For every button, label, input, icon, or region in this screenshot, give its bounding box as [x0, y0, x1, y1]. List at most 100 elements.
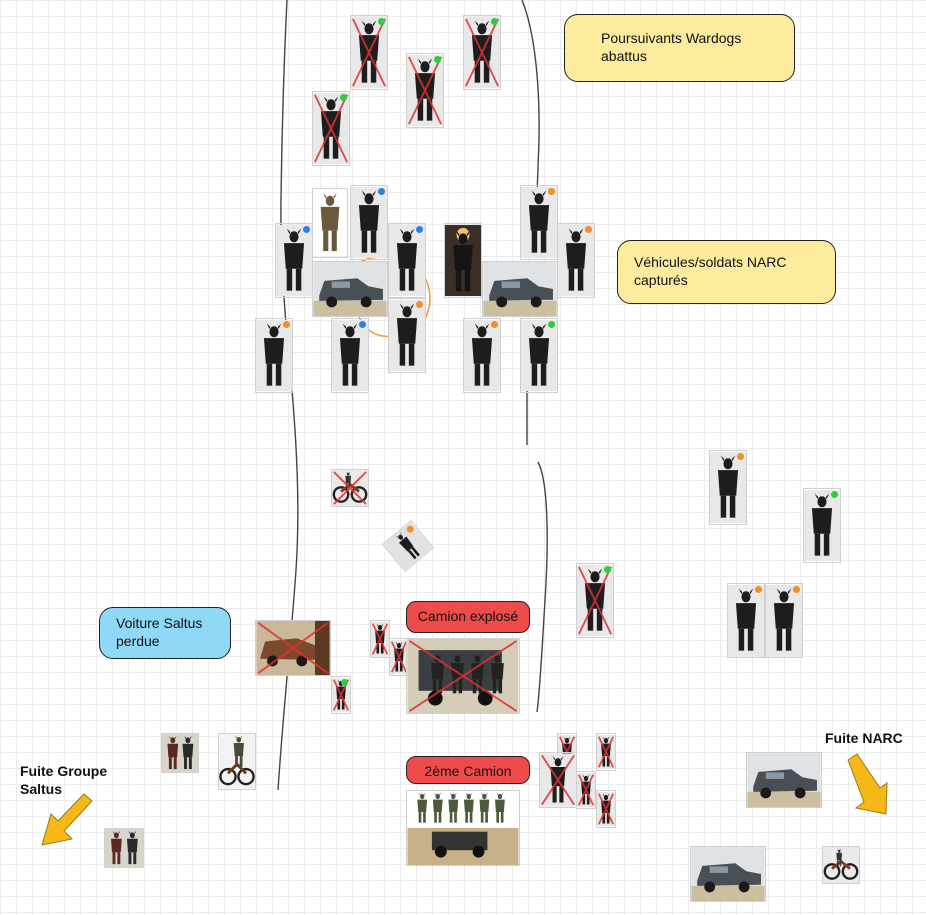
soldier-image — [256, 319, 292, 392]
token-armored-vehicle[interactable] — [690, 846, 766, 902]
token-soldier-squad[interactable] — [406, 790, 520, 866]
token-soldier[interactable] — [331, 318, 369, 393]
note-wardogs[interactable]: Poursuivants Wardogs abattus — [564, 14, 795, 82]
survivor-pair-image — [105, 829, 143, 867]
soldier-image — [464, 16, 500, 89]
soldier-image — [804, 489, 840, 562]
token-muscle-man[interactable] — [312, 188, 348, 258]
armored-vehicle-image — [691, 847, 765, 901]
soldier-image — [597, 791, 615, 827]
token-soldier[interactable] — [389, 638, 409, 676]
ink-path-right-top — [521, 0, 540, 201]
token-soldier[interactable] — [539, 752, 577, 808]
note-second-truck[interactable]: 2ème Camion — [406, 756, 530, 784]
biker-image — [219, 734, 255, 789]
status-marker-green — [548, 321, 555, 328]
token-soldier[interactable] — [727, 583, 765, 658]
status-marker-blue — [416, 226, 423, 233]
token-soldier[interactable] — [765, 583, 803, 658]
token-wardog-2[interactable] — [463, 15, 501, 90]
status-marker-green — [341, 679, 348, 686]
soldier-image — [390, 639, 408, 675]
cross-mark — [390, 641, 408, 673]
fallen-rider-image — [383, 521, 433, 571]
token-biker[interactable] — [218, 733, 256, 790]
soldier-image — [407, 54, 443, 127]
status-marker-green — [604, 566, 611, 573]
token-soldier[interactable] — [596, 790, 616, 828]
token-armored-vehicle[interactable] — [746, 752, 822, 808]
token-woman[interactable] — [444, 223, 482, 298]
status-marker-orange — [737, 453, 744, 460]
token-soldier[interactable] — [388, 298, 426, 373]
token-armored-vehicle[interactable] — [482, 261, 558, 317]
note-narc-captured[interactable]: Véhicules/soldats NARC capturés — [617, 240, 836, 304]
status-marker-green — [491, 18, 498, 25]
note-truck-exploded[interactable]: Camion explosé — [406, 601, 530, 633]
cross-mark — [465, 18, 499, 87]
motorbike-image — [823, 847, 859, 883]
token-fallen-rider[interactable] — [381, 519, 435, 573]
token-soldier[interactable] — [463, 318, 501, 393]
soldier-image — [728, 584, 764, 657]
token-motorbike[interactable] — [822, 846, 860, 884]
soldier-image — [276, 224, 312, 297]
token-wardog-4[interactable] — [312, 91, 350, 166]
token-truck[interactable] — [406, 638, 520, 714]
soldier-image — [389, 224, 425, 297]
token-soldier[interactable] — [255, 318, 293, 393]
token-soldier[interactable] — [803, 488, 841, 563]
token-armored-vehicle[interactable] — [312, 261, 388, 317]
cross-mark — [597, 736, 615, 768]
label-fuite-narc: Fuite NARC — [825, 730, 903, 746]
token-soldier-pair[interactable] — [161, 733, 199, 773]
token-wardog-3[interactable] — [406, 53, 444, 128]
soldier-image — [597, 734, 615, 770]
token-survivor-pair[interactable] — [104, 828, 144, 868]
soldier-image — [577, 564, 613, 637]
soldier-image — [710, 451, 746, 524]
token-soldier[interactable] — [388, 223, 426, 298]
token-soldier[interactable] — [596, 733, 616, 771]
token-soldier[interactable] — [350, 185, 388, 260]
soldier-image — [766, 584, 802, 657]
token-wardog-1[interactable] — [350, 15, 388, 90]
status-marker-green — [340, 94, 347, 101]
truck-image — [407, 639, 519, 713]
motorbike-image — [332, 470, 368, 506]
token-soldier[interactable] — [370, 620, 390, 658]
cross-mark — [333, 471, 367, 505]
token-soldier[interactable] — [331, 676, 351, 714]
token-wrecked-car[interactable] — [255, 620, 331, 676]
cross-mark — [408, 640, 518, 712]
status-marker-orange — [283, 321, 290, 328]
note-saltus-car[interactable]: Voiture Saltus perdue — [99, 607, 231, 659]
status-marker-orange — [793, 586, 800, 593]
soldier-image — [332, 319, 368, 392]
status-marker-orange — [548, 188, 555, 195]
token-soldier[interactable] — [520, 318, 558, 393]
token-soldier[interactable] — [557, 223, 595, 298]
status-marker-green — [831, 491, 838, 498]
token-soldier[interactable] — [275, 223, 313, 298]
cross-mark — [578, 566, 612, 635]
soldier-image — [351, 186, 387, 259]
soldier-image — [577, 772, 595, 808]
soldier-image — [558, 224, 594, 297]
token-soldier[interactable] — [576, 771, 596, 809]
token-soldier[interactable] — [520, 185, 558, 260]
soldier-image — [351, 16, 387, 89]
cross-mark — [541, 754, 575, 806]
soldier-image — [389, 299, 425, 372]
status-marker-orange — [491, 321, 498, 328]
token-soldier[interactable] — [576, 563, 614, 638]
cross-mark — [408, 56, 442, 125]
cross-mark — [314, 94, 348, 163]
token-soldier[interactable] — [709, 450, 747, 525]
armored-vehicle-image — [747, 753, 821, 807]
cross-mark — [257, 622, 329, 674]
soldier-image — [464, 319, 500, 392]
token-motorbike[interactable] — [331, 469, 369, 507]
wrecked-car-image — [256, 621, 330, 675]
